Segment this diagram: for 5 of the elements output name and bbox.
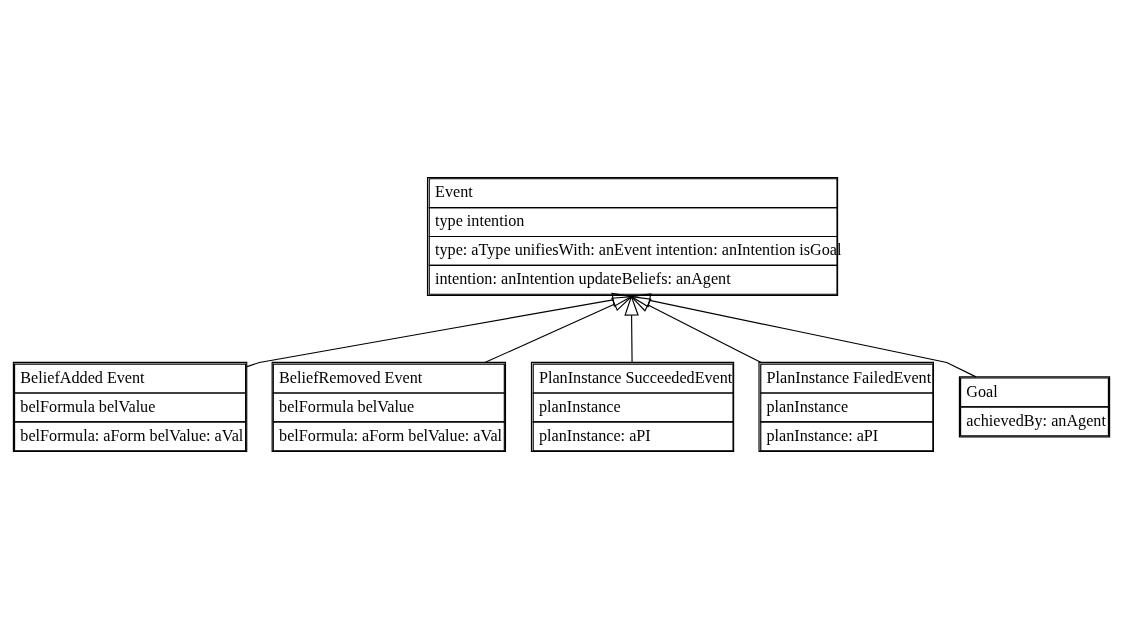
arrow <box>629 295 762 363</box>
arrow <box>629 292 977 377</box>
arrow <box>246 292 634 367</box>
arrow <box>484 295 633 363</box>
arrow <box>624 294 639 363</box>
